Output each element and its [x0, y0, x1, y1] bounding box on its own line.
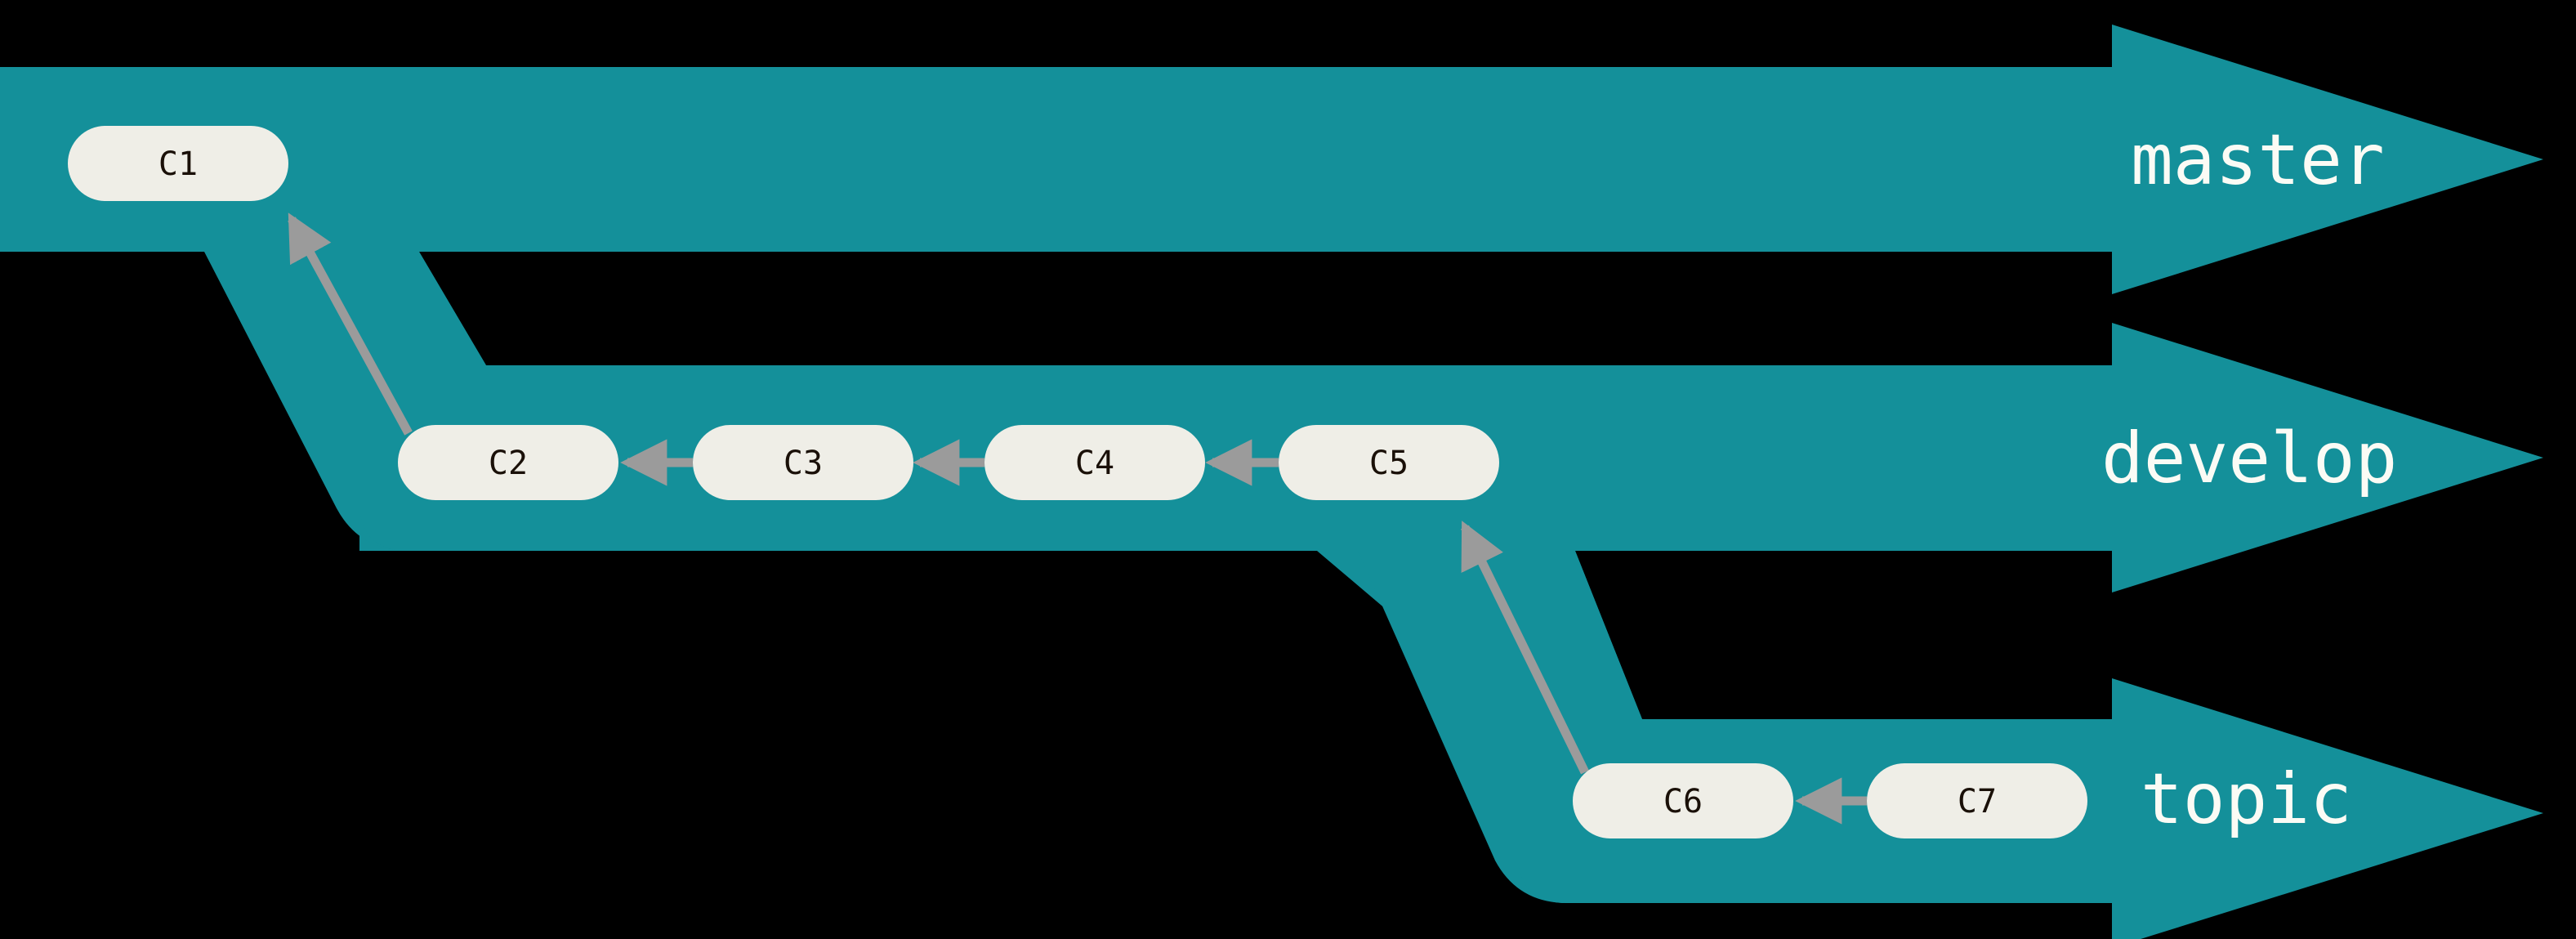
commit-label: C2: [489, 445, 528, 482]
branch-labels-group: master develop topic: [2101, 119, 2397, 840]
commit-nodes-group: C1 C2 C3 C4 C5 C6: [68, 126, 2087, 838]
edge-c2-to-c1: [288, 212, 413, 436]
commit-shape: [693, 425, 913, 500]
develop-band-left-round: [359, 365, 425, 551]
branch-arrowhead-topic: [2112, 678, 2543, 939]
commit-label: C6: [1663, 783, 1703, 821]
commit-node-c2[interactable]: C2: [398, 425, 618, 500]
commit-edges-group: [288, 212, 1867, 825]
topic-band-left-round: [1516, 719, 1585, 903]
commit-label: C4: [1075, 445, 1114, 482]
commit-node-c5[interactable]: C5: [1279, 425, 1499, 500]
commit-label: C1: [158, 145, 198, 183]
commit-shape: [1573, 763, 1793, 838]
edge-c6-to-c5: [1461, 521, 1589, 775]
branch-arrowhead-master: [2112, 25, 2543, 294]
commit-label: C3: [784, 445, 823, 482]
commit-node-c4[interactable]: C4: [984, 425, 1205, 500]
commit-shape: [398, 425, 618, 500]
commit-label: C7: [1958, 783, 1997, 821]
branch-band-master: [0, 67, 2112, 365]
commit-shape: [1867, 763, 2087, 838]
commit-node-c3[interactable]: C3: [693, 425, 913, 500]
branch-arrowhead-develop: [2112, 323, 2543, 592]
branch-label-topic: topic: [2141, 758, 2352, 840]
branch-label-develop: develop: [2101, 418, 2397, 499]
commit-shape: [68, 126, 288, 201]
commit-node-c1[interactable]: C1: [68, 126, 288, 201]
commit-shape: [1279, 425, 1499, 500]
commit-node-c6[interactable]: C6: [1573, 763, 1793, 838]
commit-shape: [984, 425, 1205, 500]
commit-node-c7[interactable]: C7: [1867, 763, 2087, 838]
commit-label: C5: [1369, 445, 1409, 482]
branch-label-master: master: [2131, 119, 2385, 201]
